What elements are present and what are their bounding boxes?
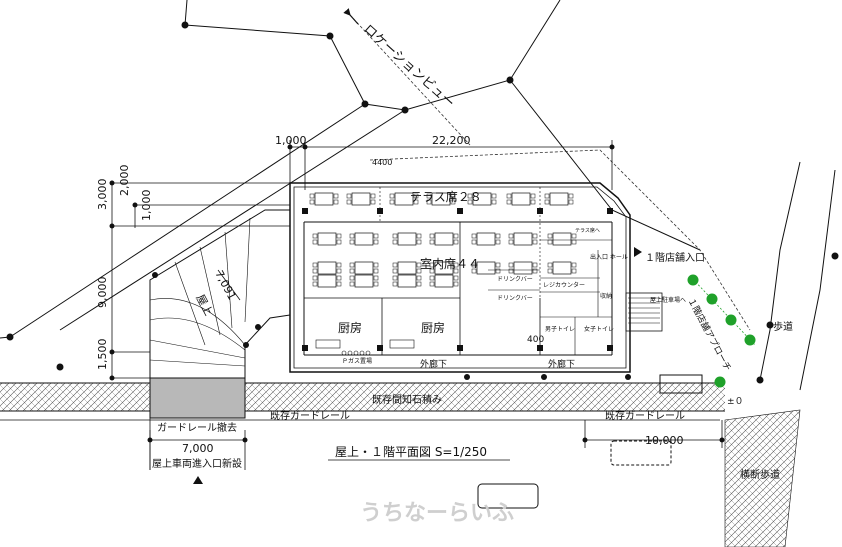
table-set [429, 232, 459, 246]
table-set [349, 261, 379, 275]
drink-bar-1-label: ドリンクバー [497, 276, 533, 283]
corridor-left-label: 外廊下 [420, 358, 447, 370]
dim-3000: 3,000 [96, 179, 109, 211]
ramp-points [152, 272, 261, 348]
title-label: 屋上・１階平面図 S=1/250 [335, 444, 487, 459]
dim-400: 400 [527, 335, 544, 345]
table-set [508, 261, 538, 275]
trees [687, 274, 756, 388]
sidewalk-label: 歩道 [773, 320, 793, 333]
site-points [6, 21, 839, 384]
table-set [392, 261, 422, 275]
drink-bar-2-label: ドリンクバー [497, 295, 533, 302]
table-set [349, 232, 379, 246]
table-set [471, 232, 501, 246]
kitchen-1-label: 厨房 [338, 320, 362, 335]
table-set [392, 232, 422, 246]
new-entrance-label: 屋上車両進入口新設 [152, 457, 242, 470]
view-arrow [343, 8, 359, 25]
guardrail-left-label: 既存ガードレール [270, 409, 350, 422]
table-set [312, 274, 342, 288]
table-set [349, 274, 379, 288]
dim-4400: 4400 [372, 158, 392, 167]
dimension-ticks [109, 144, 725, 443]
table-set [547, 232, 577, 246]
store-entrance-arrow [634, 247, 642, 257]
table-set [508, 232, 538, 246]
table-set [429, 261, 459, 275]
dim-1000-left: 1,000 [140, 190, 153, 222]
entrance-triangle [193, 476, 203, 484]
dim-10000: 10,000 [645, 434, 684, 447]
location-view-label: ロケーションビュー [360, 22, 457, 111]
indoor-seats-label: 室内席４４ [420, 256, 480, 271]
crosswalk-stripes [724, 409, 801, 547]
table-set [471, 261, 501, 275]
guardrail-removal-zone [149, 377, 246, 419]
retaining-wall-label: 既存間知石積み [372, 393, 442, 406]
to-terrace-label: テラス席へ [575, 227, 600, 234]
view-dashed-line [349, 14, 751, 331]
table-set [429, 274, 459, 288]
table-set [426, 192, 456, 206]
retaining-wall-band [0, 383, 725, 411]
table-set [547, 261, 577, 275]
watermark: うちなーらいふ [360, 501, 514, 526]
entrance-hall-label: 出入口 ホール [590, 253, 628, 261]
table-set [312, 232, 342, 246]
rooftop-parking-label: 屋上駐車場へ [650, 296, 686, 304]
guardrail-removal-label: ガードレール撤去 [157, 421, 237, 434]
building-columns [302, 208, 631, 380]
storage-label: 収納 [600, 292, 612, 300]
kitchen-equipment [315, 339, 415, 356]
table-set [312, 261, 342, 275]
dim-7091: 7,091 [212, 268, 238, 302]
rooftop-ramp [149, 209, 291, 378]
register-label: レジカウンター [543, 281, 585, 289]
table-set [346, 192, 376, 206]
plus-zero-label: ±０ [727, 397, 744, 407]
gas-area-label: Ｐガス置場 [342, 357, 372, 365]
building-outline [289, 182, 663, 373]
dim-9000: 9,000 [96, 277, 109, 309]
table-set [506, 192, 536, 206]
table-set [309, 192, 339, 206]
dim-7000: 7,000 [182, 442, 214, 455]
guardrail-right-label: 既存ガードレール [605, 409, 685, 422]
table-set [392, 274, 422, 288]
mens-toilet-label: 男子トイレ [545, 326, 575, 333]
seating-tables [309, 192, 577, 288]
store-flow-label: １階店舗アプローチ [685, 296, 734, 373]
store-entrance-label: １階店舗入口 [645, 251, 705, 264]
parked-cars [477, 374, 703, 509]
stairs [628, 297, 660, 324]
dim-1000-top: 1,000 [275, 134, 307, 147]
dim-2000: 2,000 [118, 165, 131, 197]
table-set [467, 192, 497, 206]
dim-1500: 1,500 [96, 339, 109, 371]
dim-22200: 22,200 [432, 134, 471, 147]
crosswalk-label: 横断歩道 [740, 468, 780, 481]
womens-toilet-label: 女子トイレ [584, 325, 614, 333]
table-set [544, 192, 574, 206]
table-set [389, 192, 419, 206]
corridor-right-label: 外廊下 [548, 358, 575, 370]
kitchen-2-label: 厨房 [421, 320, 445, 335]
terrace-seats-label: テラス席２８ [410, 189, 482, 204]
